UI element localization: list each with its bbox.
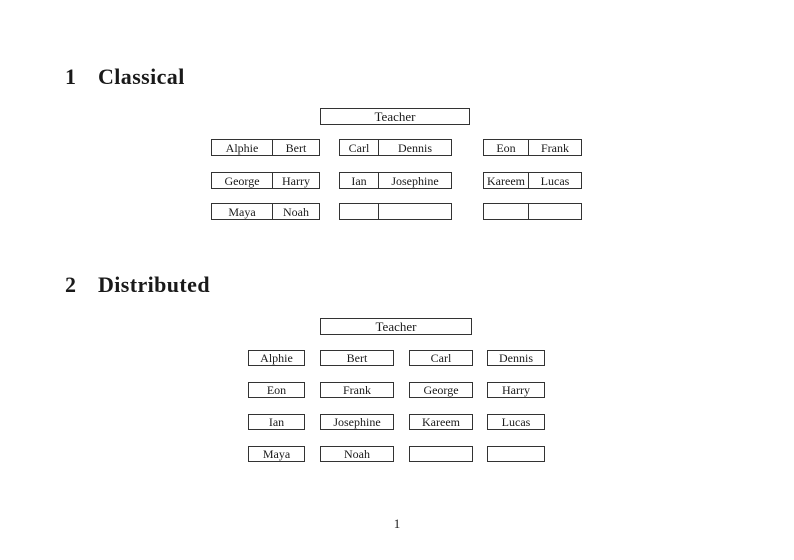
desk: George Harry xyxy=(211,172,320,189)
teacher-box: Teacher xyxy=(320,318,472,335)
desk-seat: Harry xyxy=(282,173,310,188)
desk-seat xyxy=(529,204,581,219)
desk: Harry xyxy=(487,382,545,398)
section-2-title: Distributed xyxy=(98,272,210,297)
desk-seat: Lucas xyxy=(540,173,570,188)
desk: Maya xyxy=(248,446,305,462)
desk-seat: Alphie xyxy=(260,351,293,365)
desk-seat: Frank xyxy=(541,140,569,155)
desk-seat: Frank xyxy=(343,383,371,397)
desk-empty xyxy=(483,203,582,220)
desk-seat: Eon xyxy=(266,383,287,397)
desk-empty xyxy=(339,203,452,220)
desk-seat: Ian xyxy=(268,415,285,429)
desk: Kareem xyxy=(409,414,473,430)
desk-seat: Lucas xyxy=(501,415,531,429)
desk-seat: Alphie xyxy=(212,140,273,155)
desk: Ian xyxy=(248,414,305,430)
desk: Ian Josephine xyxy=(339,172,452,189)
desk-seat: George xyxy=(212,173,273,188)
desk-seat: Dennis xyxy=(499,351,533,365)
desk-seat xyxy=(484,204,529,219)
desk: Josephine xyxy=(320,414,394,430)
section-2-number: 2 xyxy=(65,272,77,297)
desk-seat: Carl xyxy=(340,140,379,155)
desk-seat: Maya xyxy=(212,204,273,219)
desk-seat: Bert xyxy=(346,351,368,365)
desk-seat: Bert xyxy=(285,140,307,155)
desk-seat: Kareem xyxy=(422,415,460,429)
teacher-label: Teacher xyxy=(374,109,416,124)
page-number: 1 xyxy=(393,516,401,531)
desk-seat xyxy=(340,204,379,219)
desk: Frank xyxy=(320,382,394,398)
desk-seat: Dennis xyxy=(398,140,432,155)
desk-seat: Kareem xyxy=(484,173,529,188)
desk: Eon Frank xyxy=(483,139,582,156)
desk-seat: Josephine xyxy=(333,415,381,429)
desk-seat: Noah xyxy=(344,447,370,461)
desk-empty xyxy=(409,446,473,462)
desk: Carl xyxy=(409,350,473,366)
desk-seat: Harry xyxy=(502,383,530,397)
section-1-heading: 1 Classical xyxy=(65,66,185,88)
desk: Noah xyxy=(320,446,394,462)
teacher-box: Teacher xyxy=(320,108,470,125)
desk-seat xyxy=(379,204,451,219)
section-1-number: 1 xyxy=(65,64,77,89)
desk: Dennis xyxy=(487,350,545,366)
section-1-title: Classical xyxy=(98,64,185,89)
desk-seat: Carl xyxy=(430,351,452,365)
desk: Bert xyxy=(320,350,394,366)
teacher-label: Teacher xyxy=(375,319,417,334)
desk: Carl Dennis xyxy=(339,139,452,156)
desk: Maya Noah xyxy=(211,203,320,220)
desk-seat: Ian xyxy=(340,173,379,188)
desk-seat: Josephine xyxy=(391,173,439,188)
desk-seat: Eon xyxy=(484,140,529,155)
section-2-heading: 2 Distributed xyxy=(65,274,210,296)
desk: George xyxy=(409,382,473,398)
desk-seat: Noah xyxy=(283,204,309,219)
desk: Eon xyxy=(248,382,305,398)
desk-empty xyxy=(487,446,545,462)
desk-seat: George xyxy=(423,383,459,397)
desk-seat: Maya xyxy=(262,447,291,461)
desk: Lucas xyxy=(487,414,545,430)
desk: Alphie xyxy=(248,350,305,366)
desk: Alphie Bert xyxy=(211,139,320,156)
desk: Kareem Lucas xyxy=(483,172,582,189)
